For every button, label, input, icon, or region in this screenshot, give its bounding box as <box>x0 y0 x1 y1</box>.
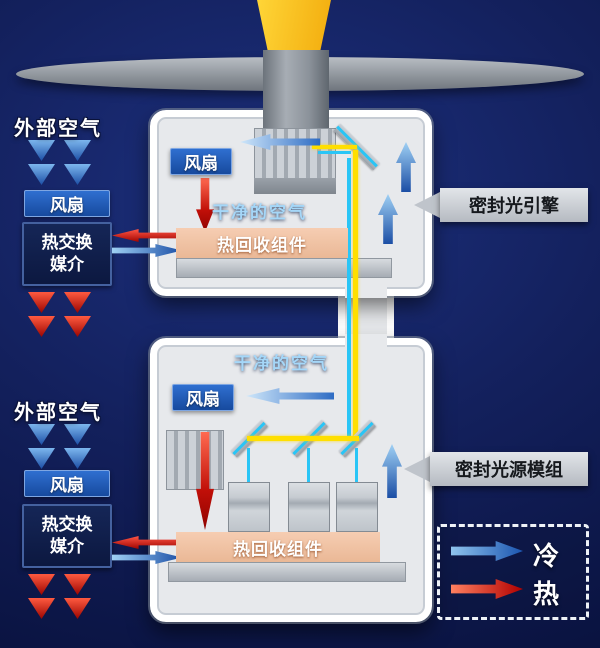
heat-sink-block <box>166 430 224 490</box>
down-arrow-icon <box>28 292 55 313</box>
down-arrow-icon <box>28 574 55 595</box>
light-path-cyan-horizontal-top <box>318 151 351 154</box>
light-source-module-2 <box>288 482 330 532</box>
fan-box-upper-chamber: 风扇 <box>170 148 232 175</box>
heat-exchange-medium-box-top: 热交换 媒介 <box>22 222 112 286</box>
heat-recovery-unit-label: 热回收组件 <box>233 539 323 559</box>
down-arrow-icon <box>64 448 91 469</box>
fan-box-outer-top: 风扇 <box>24 190 110 217</box>
legend-hot-label: 热 <box>533 579 560 609</box>
heat-recovery-unit-label: 热回收组件 <box>217 235 307 255</box>
cold-intake-arrows-top <box>28 140 91 185</box>
projection-beam <box>257 0 331 56</box>
fan-box-outer-bottom: 风扇 <box>24 470 110 497</box>
light-path-yellow-horizontal-bottom <box>247 436 359 441</box>
down-arrow-icon <box>28 316 55 337</box>
clean-air-label-top: 干净的空气 <box>212 203 307 222</box>
down-arrow-icon <box>64 574 91 595</box>
light-path-yellow-horizontal-top <box>312 145 357 149</box>
down-arrow-icon <box>64 140 91 161</box>
down-arrow-icon <box>64 292 91 313</box>
down-arrow-icon <box>64 164 91 185</box>
heat-recovery-unit-box-bottom: 热回收组件 <box>176 532 380 562</box>
fan-label: 风扇 <box>184 154 218 173</box>
heat-exchange-medium-label: 热交换 <box>41 514 93 534</box>
down-arrow-icon <box>28 140 55 161</box>
heat-recovery-base-top <box>176 258 392 278</box>
cold-intake-arrows-bottom <box>28 424 91 469</box>
heat-exchange-medium-label: 媒介 <box>50 537 84 556</box>
clean-air-label-bottom: 干净的空气 <box>234 354 329 373</box>
down-arrow-icon <box>64 424 91 445</box>
hot-exhaust-arrows-top <box>28 292 91 337</box>
light-path-cyan-riser <box>347 158 351 441</box>
heat-recovery-unit-box-top: 热回收组件 <box>176 228 348 258</box>
sealed-light-engine-tag: 密封光引擎 <box>440 188 588 222</box>
light-path-yellow-riser <box>353 150 358 441</box>
light-path-cyan-drop-3 <box>355 448 358 482</box>
heat-exchange-medium-label: 媒介 <box>50 255 84 274</box>
down-arrow-icon <box>28 598 55 619</box>
duct-opening-top <box>345 285 387 298</box>
light-source-module-3 <box>336 482 378 532</box>
sealed-light-source-module-tag: 密封光源模组 <box>430 452 588 486</box>
light-source-module-1 <box>228 482 270 532</box>
sealed-light-source-module-label: 密封光源模组 <box>455 460 563 480</box>
heat-exchange-medium-box-bottom: 热交换 媒介 <box>22 504 112 568</box>
fan-label: 风扇 <box>186 390 220 409</box>
legend-box <box>437 524 589 620</box>
fan-box-lower-chamber: 风扇 <box>172 384 234 411</box>
down-arrow-icon <box>28 164 55 185</box>
hot-exhaust-arrows-bottom <box>28 574 91 619</box>
sealed-light-engine-label: 密封光引擎 <box>469 196 559 216</box>
light-engine-base <box>254 178 336 194</box>
down-arrow-icon <box>28 448 55 469</box>
heat-exchange-medium-label: 热交换 <box>41 232 93 252</box>
lens-barrel <box>263 50 329 128</box>
external-air-label-top: 外部空气 <box>14 118 102 140</box>
down-arrow-icon <box>28 424 55 445</box>
light-path-cyan-drop-1 <box>247 448 250 482</box>
light-path-cyan-drop-2 <box>307 448 310 482</box>
external-air-label-bottom: 外部空气 <box>14 402 102 424</box>
fan-label: 风扇 <box>50 196 84 215</box>
down-arrow-icon <box>64 598 91 619</box>
legend-cold-label: 冷 <box>533 541 560 571</box>
duct-opening-bottom <box>345 334 387 347</box>
heat-recovery-base-bottom <box>168 562 406 582</box>
down-arrow-icon <box>64 316 91 337</box>
fan-label: 风扇 <box>50 476 84 495</box>
